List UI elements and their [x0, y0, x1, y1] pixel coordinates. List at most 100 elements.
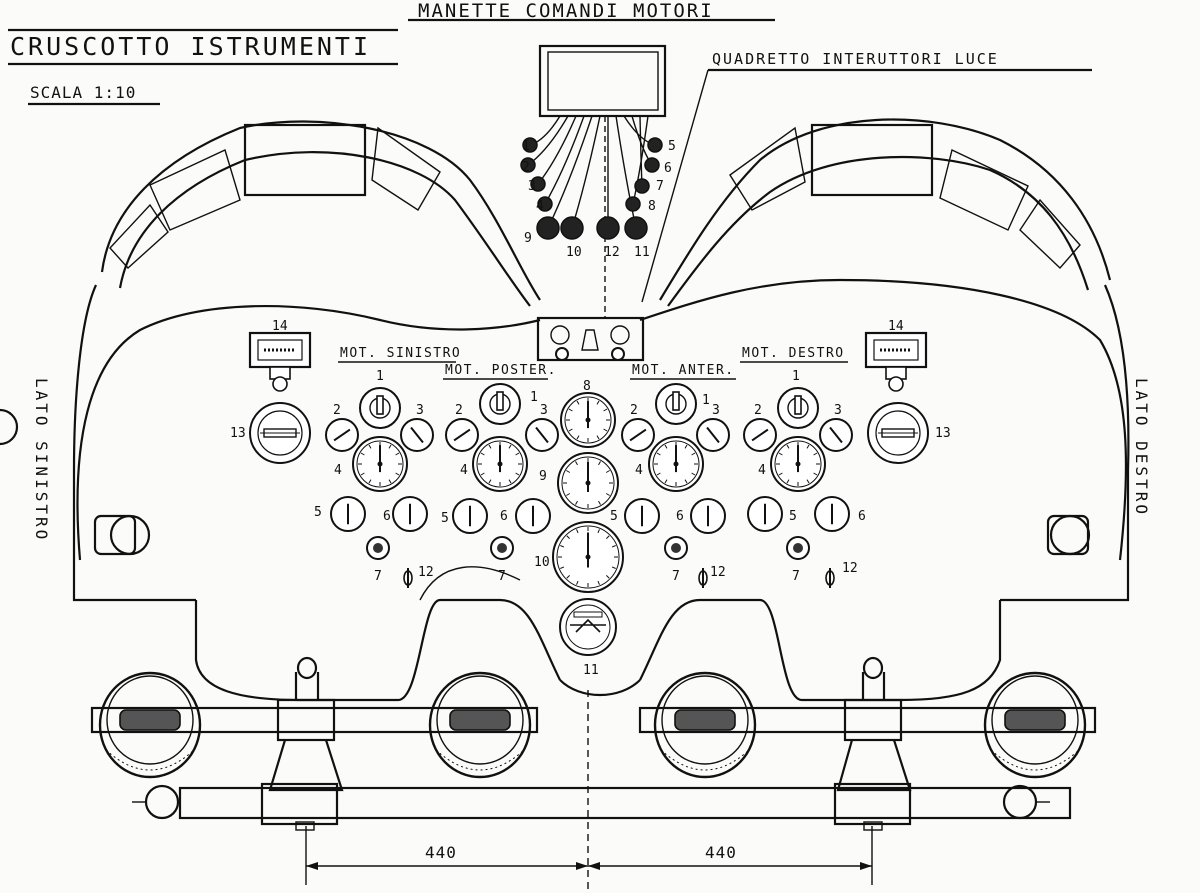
callout-number-2: 2: [333, 403, 341, 418]
front-engine-tachometer: [648, 436, 704, 492]
callout-number-12: 12: [842, 561, 858, 576]
front-engine-tap-12: [698, 568, 708, 588]
callout-number-4: 4: [758, 463, 766, 478]
front-engine-label: MOT. ANTER.: [632, 363, 735, 378]
callout-number-9: 9: [539, 469, 547, 484]
callout-number-1: 1: [376, 369, 384, 384]
hand-grip: [983, 671, 1087, 779]
callout-number-6: 6: [676, 509, 684, 524]
left-engine-knob-7: [366, 536, 390, 560]
throttle-knob: [522, 137, 538, 153]
right-compass: [867, 402, 929, 464]
switches-title: QUADRETTO INTERUTTORI LUCE: [712, 50, 999, 68]
left-visor: [109, 123, 441, 269]
callout-number-4: 4: [635, 463, 643, 478]
light-switch-panel: [536, 316, 645, 362]
callout-number-1: 1: [522, 139, 530, 154]
left-lamp-14: [248, 331, 312, 392]
callout-number-5: 5: [668, 139, 676, 154]
front-engine-gauge-3: [696, 418, 730, 452]
callout-number-7: 7: [498, 569, 506, 584]
throttle-knob: [537, 196, 553, 212]
callout-number-2: 2: [522, 160, 530, 175]
callout-number-3: 3: [416, 403, 424, 418]
rear-engine-gauge-6: [515, 498, 551, 534]
artificial-horizon-11: [559, 598, 617, 656]
throttle-knob: [530, 176, 546, 192]
right-engine-gauge-5: [747, 496, 783, 532]
callout-number-14: 14: [272, 319, 288, 334]
callout-number-7: 7: [374, 569, 382, 584]
left-bumper: [93, 514, 151, 556]
callout-number-13: 13: [935, 426, 951, 441]
left-engine-gauge-2: [325, 418, 359, 452]
rear-engine-tachometer: [472, 436, 528, 492]
callout-number-2: 2: [455, 403, 463, 418]
right-engine-tap-12: [825, 568, 835, 588]
throttle-knob: [560, 216, 584, 240]
callout-number-11: 11: [583, 663, 599, 678]
callout-number-12: 12: [604, 245, 620, 260]
dimension-left: 440: [425, 843, 457, 862]
right-engine-gauge-3: [819, 418, 853, 452]
rear-engine-gauge-3: [525, 418, 559, 452]
throttle-knob: [644, 157, 660, 173]
edge-mark: [0, 408, 19, 446]
callout-number-3: 3: [540, 403, 548, 418]
throttle-knob: [596, 216, 620, 240]
callout-number-4: 4: [536, 199, 544, 214]
right-engine-gauge-6: [814, 496, 850, 532]
scale-label: SCALA 1:10: [30, 83, 136, 102]
callout-number-14: 14: [888, 319, 904, 334]
front-engine-knob-7: [664, 536, 688, 560]
callout-number-7: 7: [656, 179, 664, 194]
right-lamp-14: [864, 331, 928, 392]
right-engine-knob-7: [786, 536, 810, 560]
callout-number-7: 7: [672, 569, 680, 584]
hand-grip: [98, 671, 202, 779]
callout-number-2: 2: [630, 403, 638, 418]
dimension-line: 440 440: [305, 690, 873, 893]
callout-number-3: 3: [834, 403, 842, 418]
hand-grip: [428, 671, 532, 779]
throttle-knob: [625, 196, 641, 212]
callout-number-6: 6: [500, 509, 508, 524]
rear-engine-label: MOT. POSTER.: [445, 363, 557, 378]
left-engine-ignition-switch: [359, 387, 401, 429]
right-engine-tachometer: [770, 436, 826, 492]
left-engine-gauge-5: [330, 496, 366, 532]
callout-number-1: 1: [530, 390, 538, 405]
left-engine-gauge-6: [392, 496, 428, 532]
right-side-label: LATO DESTRO: [1132, 378, 1151, 517]
left-engine-tachometer: [352, 436, 408, 492]
callout-number-12: 12: [418, 565, 434, 580]
callout-number-3: 3: [712, 403, 720, 418]
rear-engine-gauge-5: [452, 498, 488, 534]
throttle-knob: [624, 216, 648, 240]
callout-number-8: 8: [648, 199, 656, 214]
callout-number-6: 6: [383, 509, 391, 524]
front-engine-ignition-switch: [655, 383, 697, 425]
callout-number-3: 3: [528, 179, 536, 194]
right-engine-ignition-switch: [777, 387, 819, 429]
left-compass: [249, 402, 311, 464]
callout-number-5: 5: [441, 511, 449, 526]
rear-engine-knob-7: [490, 536, 514, 560]
callout-number-1: 1: [792, 369, 800, 384]
hand-grip: [653, 671, 757, 779]
callout-number-7: 7: [792, 569, 800, 584]
callout-number-12: 12: [710, 565, 726, 580]
callout-number-9: 9: [524, 231, 532, 246]
center-gauge-9: [557, 452, 619, 514]
left-engine-label: MOT. SINISTRO: [340, 346, 461, 361]
callout-number-6: 6: [858, 509, 866, 524]
control-column-assembly: [90, 656, 1097, 831]
throttle-knob: [520, 157, 536, 173]
throttles-title: MANETTE COMANDI MOTORI: [418, 0, 714, 22]
callout-number-2: 2: [754, 403, 762, 418]
rear-engine-gauge-2: [445, 418, 479, 452]
right-engine-label: MOT. DESTRO: [742, 346, 845, 361]
callout-number-8: 8: [583, 379, 591, 394]
